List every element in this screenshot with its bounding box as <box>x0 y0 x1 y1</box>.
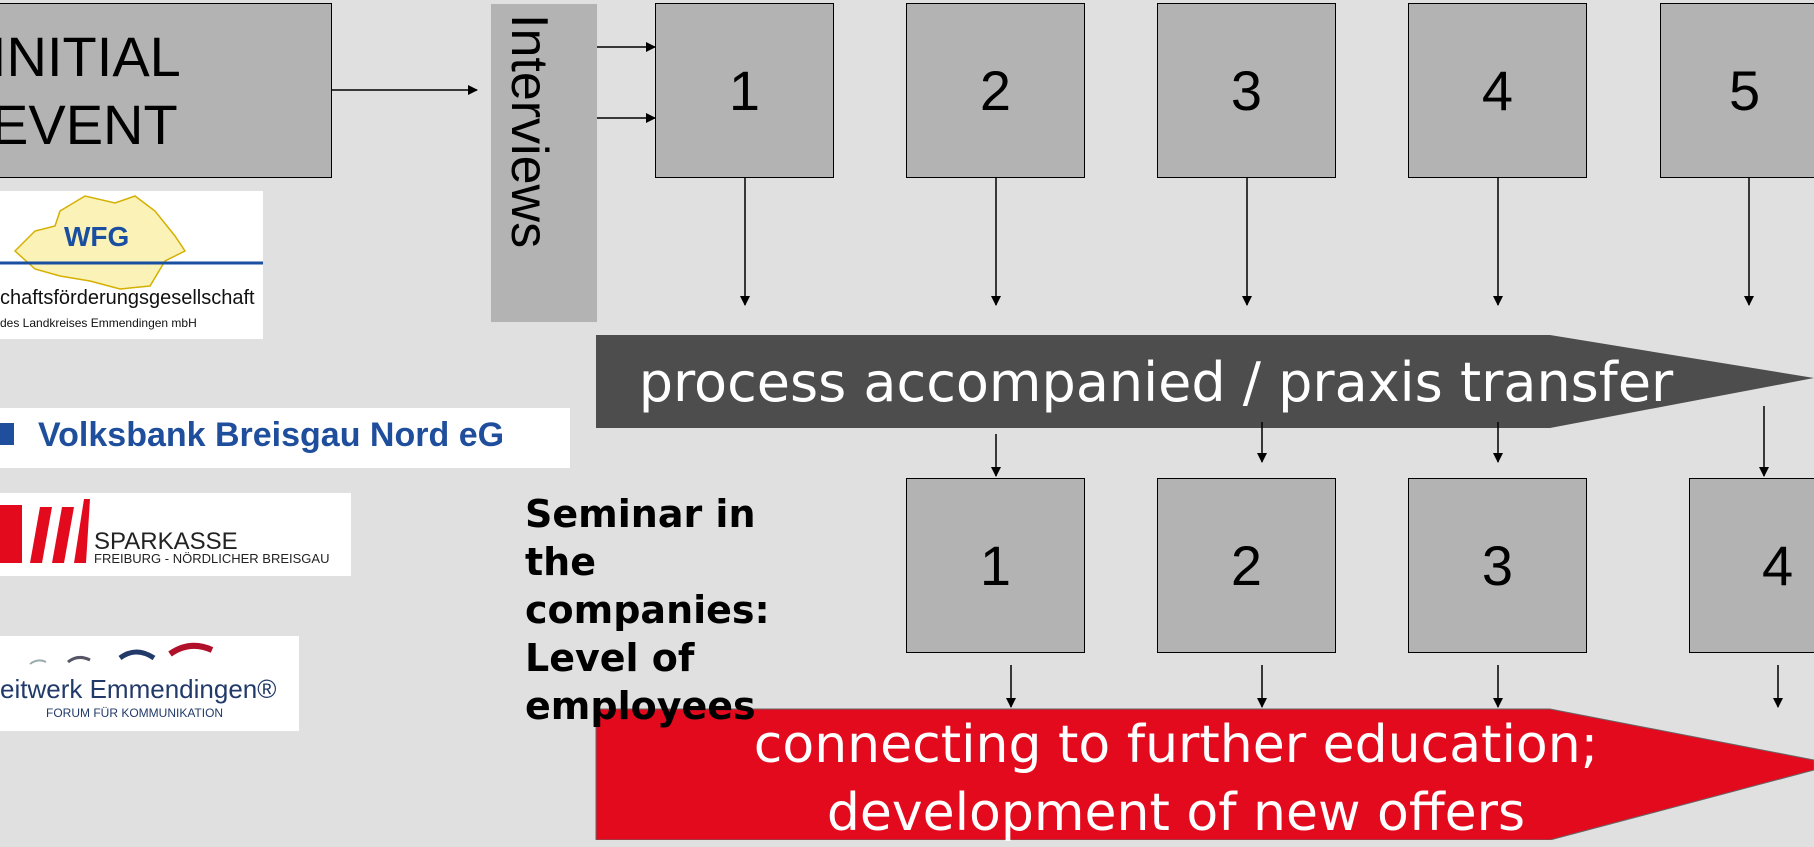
sparkasse-logo: SPARKASSE FREIBURG - NÖRDLICHER BREISGAU <box>0 493 351 576</box>
bottom-step-4: 4 <box>1689 478 1814 653</box>
process-banner <box>596 335 1814 428</box>
seminar-line2: companies: <box>525 588 770 632</box>
zeitwerk-logo: eitwerk Emmendingen® FORUM FÜR KOMMUNIKA… <box>0 636 299 731</box>
interviews-box: Interviews <box>491 4 597 322</box>
bottom-step-1: 1 <box>906 478 1085 653</box>
sparkasse-line2: FREIBURG - NÖRDLICHER BREISGAU <box>94 551 330 566</box>
initial-event-box: INITIAL EVENT <box>0 3 332 178</box>
wfg-line2: des Landkreises Emmendingen mbH <box>0 316 197 330</box>
volksbank-emblem-icon <box>0 423 14 445</box>
bottom-step-4-label: 4 <box>1762 534 1794 597</box>
initial-event-label: INITIAL EVENT <box>0 24 181 156</box>
bottom-step-3-label: 3 <box>1481 534 1514 597</box>
top-step-5-label: 5 <box>1729 59 1761 122</box>
zeitwerk-tagline: FORUM FÜR KOMMUNIKATION <box>46 706 224 720</box>
seminar-line3: Level of <box>525 636 695 680</box>
seminar-line4: employees <box>525 684 756 728</box>
bottom-step-3: 3 <box>1408 478 1587 653</box>
top-step-1-label: 1 <box>728 59 761 122</box>
seminar-label: Seminar in the companies: Level of emplo… <box>525 490 825 730</box>
top-step-3: 3 <box>1157 3 1336 178</box>
bottom-step-2: 2 <box>1157 478 1336 653</box>
sparkasse-s-icon <box>0 499 90 563</box>
wfg-logo: WFG chaftsförderungsgesellschaft des Lan… <box>0 191 263 339</box>
top-step-3-label: 3 <box>1230 59 1263 122</box>
top-step-4-label: 4 <box>1481 59 1514 122</box>
top-step-5: 5 <box>1660 3 1814 178</box>
interviews-label: Interviews <box>500 14 558 249</box>
zeitwerk-name: eitwerk Emmendingen® <box>0 674 277 704</box>
volksbank-logo: Volksbank Breisgau Nord eG <box>0 408 570 468</box>
top-step-2: 2 <box>906 3 1085 178</box>
top-step-4: 4 <box>1408 3 1587 178</box>
education-banner <box>595 708 1814 840</box>
zeitwerk-birds-icon <box>29 642 214 665</box>
wfg-line1: chaftsförderungsgesellschaft <box>0 287 255 309</box>
bottom-step-1-label: 1 <box>979 534 1012 597</box>
top-step-1: 1 <box>655 3 834 178</box>
bottom-step-2-label: 2 <box>1230 534 1263 597</box>
wfg-map-icon <box>0 195 263 290</box>
education-banner-text: connecting to further education; develop… <box>596 711 1756 847</box>
wfg-abbr: WFG <box>64 221 130 252</box>
sparkasse-line1: SPARKASSE <box>94 528 238 555</box>
process-banner-text: process accompanied / praxis transfer <box>638 351 1674 414</box>
top-step-2-label: 2 <box>979 59 1012 122</box>
education-banner-line1: connecting to further education; <box>753 715 1599 775</box>
seminar-line1: Seminar in the <box>525 492 756 584</box>
education-banner-line2: development of new offers <box>826 783 1526 843</box>
volksbank-name: Volksbank Breisgau Nord eG <box>38 416 505 454</box>
